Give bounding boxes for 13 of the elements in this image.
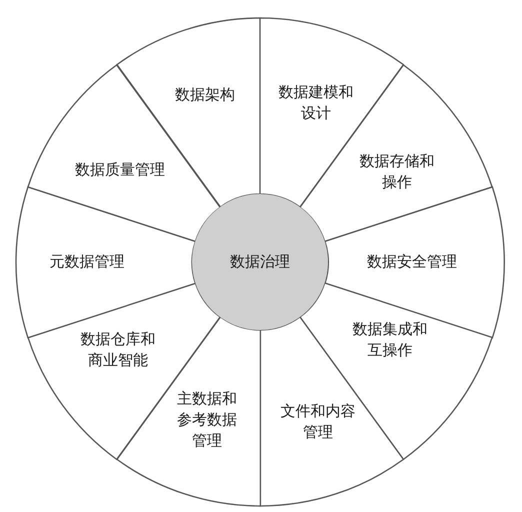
segment-label: 元数据管理 [48,251,126,272]
segment-label: 数据仓库和商业智能 [80,328,156,371]
segment-label: 数据集成和互操作 [352,318,428,361]
segment-label: 文件和内容管理 [280,400,356,443]
segment-label: 数据质量管理 [74,159,166,180]
segment-label: 数据安全管理 [366,251,458,272]
center-label: 数据治理 [230,252,290,272]
segment-label: 数据架构 [174,84,236,106]
segment-label: 主数据和参考数据管理 [176,388,237,452]
segment-label: 数据建模和设计 [278,82,354,124]
wheel-segment [28,64,220,241]
segment-label: 数据存储和操作 [359,150,434,193]
wheel-segment [28,283,220,460]
